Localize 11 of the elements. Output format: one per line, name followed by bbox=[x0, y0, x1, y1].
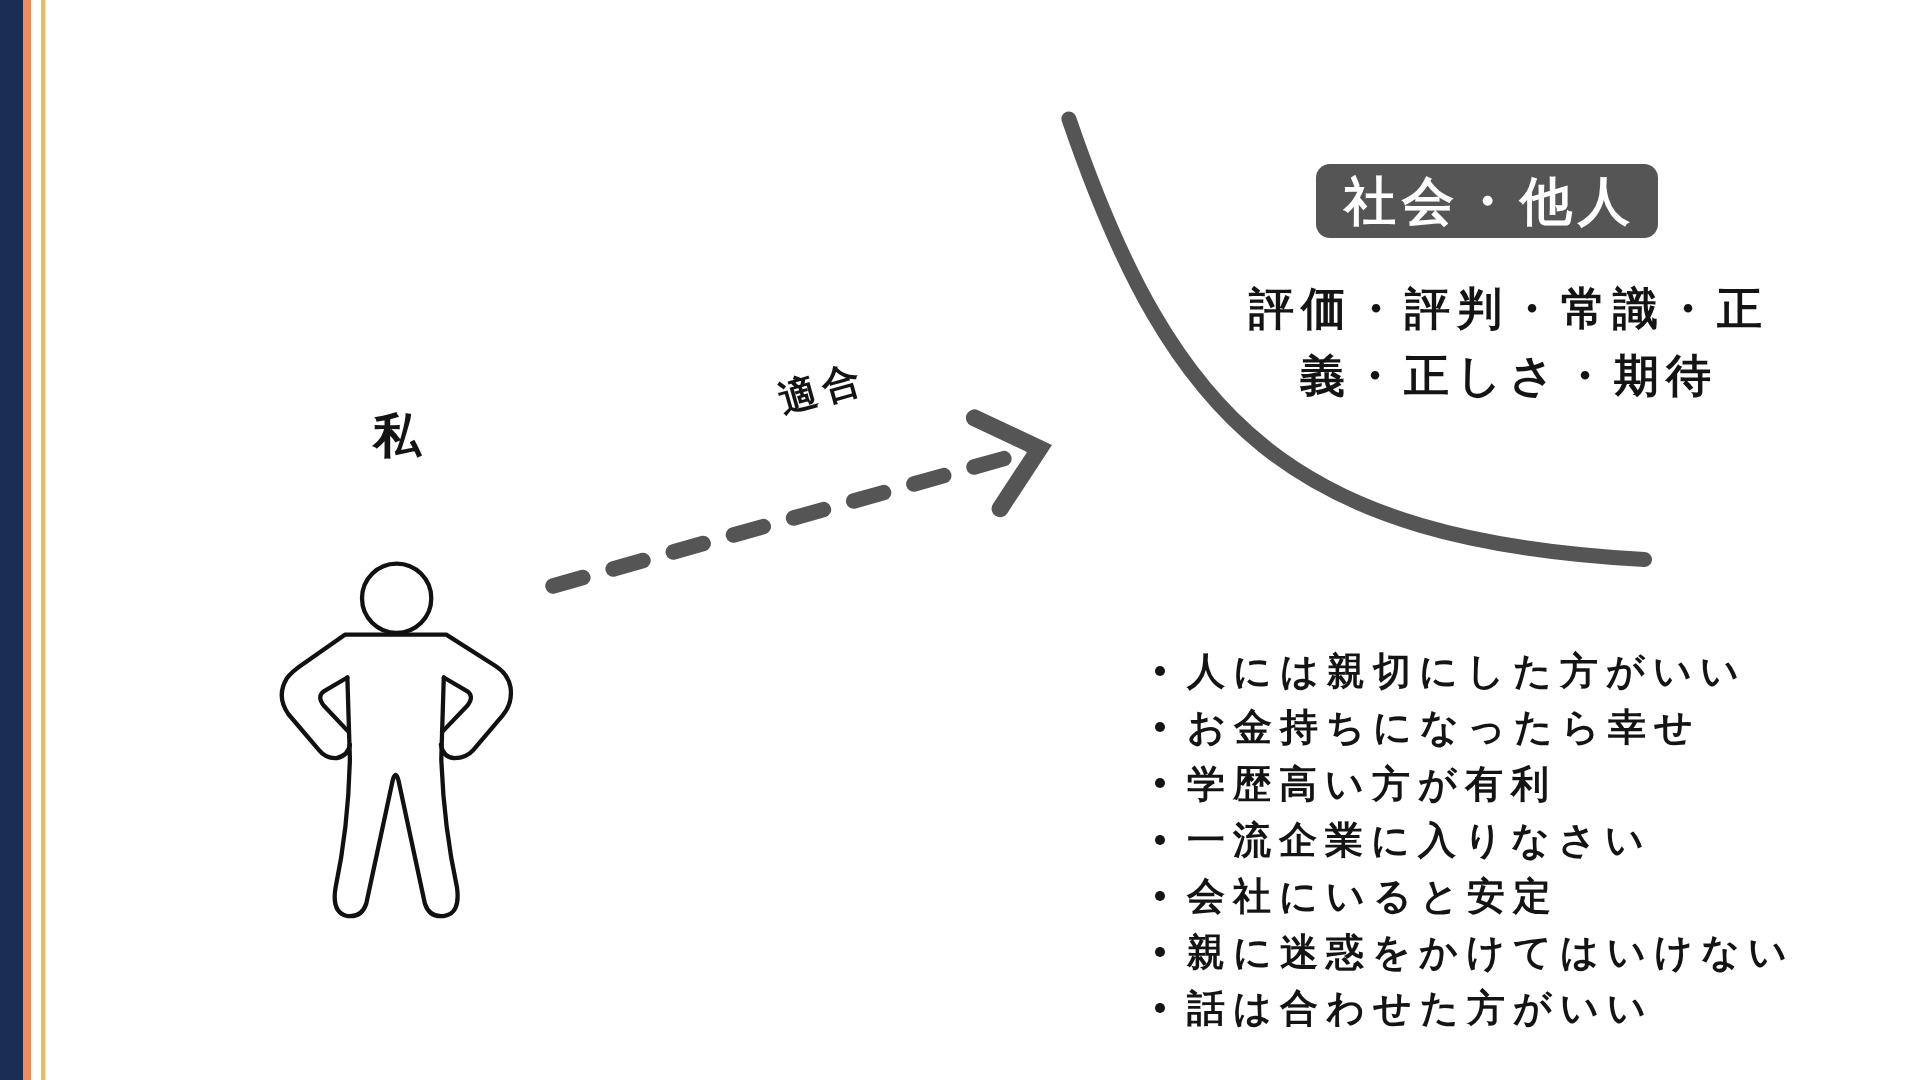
edge-label: 適合 bbox=[771, 354, 872, 424]
figure-label: 私 bbox=[373, 407, 421, 465]
list-item-text: 親に迷惑をかけてはいけない bbox=[1186, 929, 1795, 975]
list-item-text: 会社にいると安定 bbox=[1186, 873, 1559, 919]
list-item-text: 人には親切にした方がいい bbox=[1186, 648, 1747, 694]
list-item-text: 一流企業に入りなさい bbox=[1186, 816, 1652, 863]
list-item-text: 学歴高い方が有利 bbox=[1186, 760, 1557, 807]
group-label: 社会・他人 bbox=[1316, 164, 1658, 238]
list-item-text: お金持ちになったら幸せ bbox=[1186, 704, 1701, 751]
list-item-text: 話は合わせた方がいい bbox=[1186, 985, 1654, 1032]
description-text: 評価・評判・常識・正義・正しさ・期待 bbox=[1247, 281, 1770, 404]
